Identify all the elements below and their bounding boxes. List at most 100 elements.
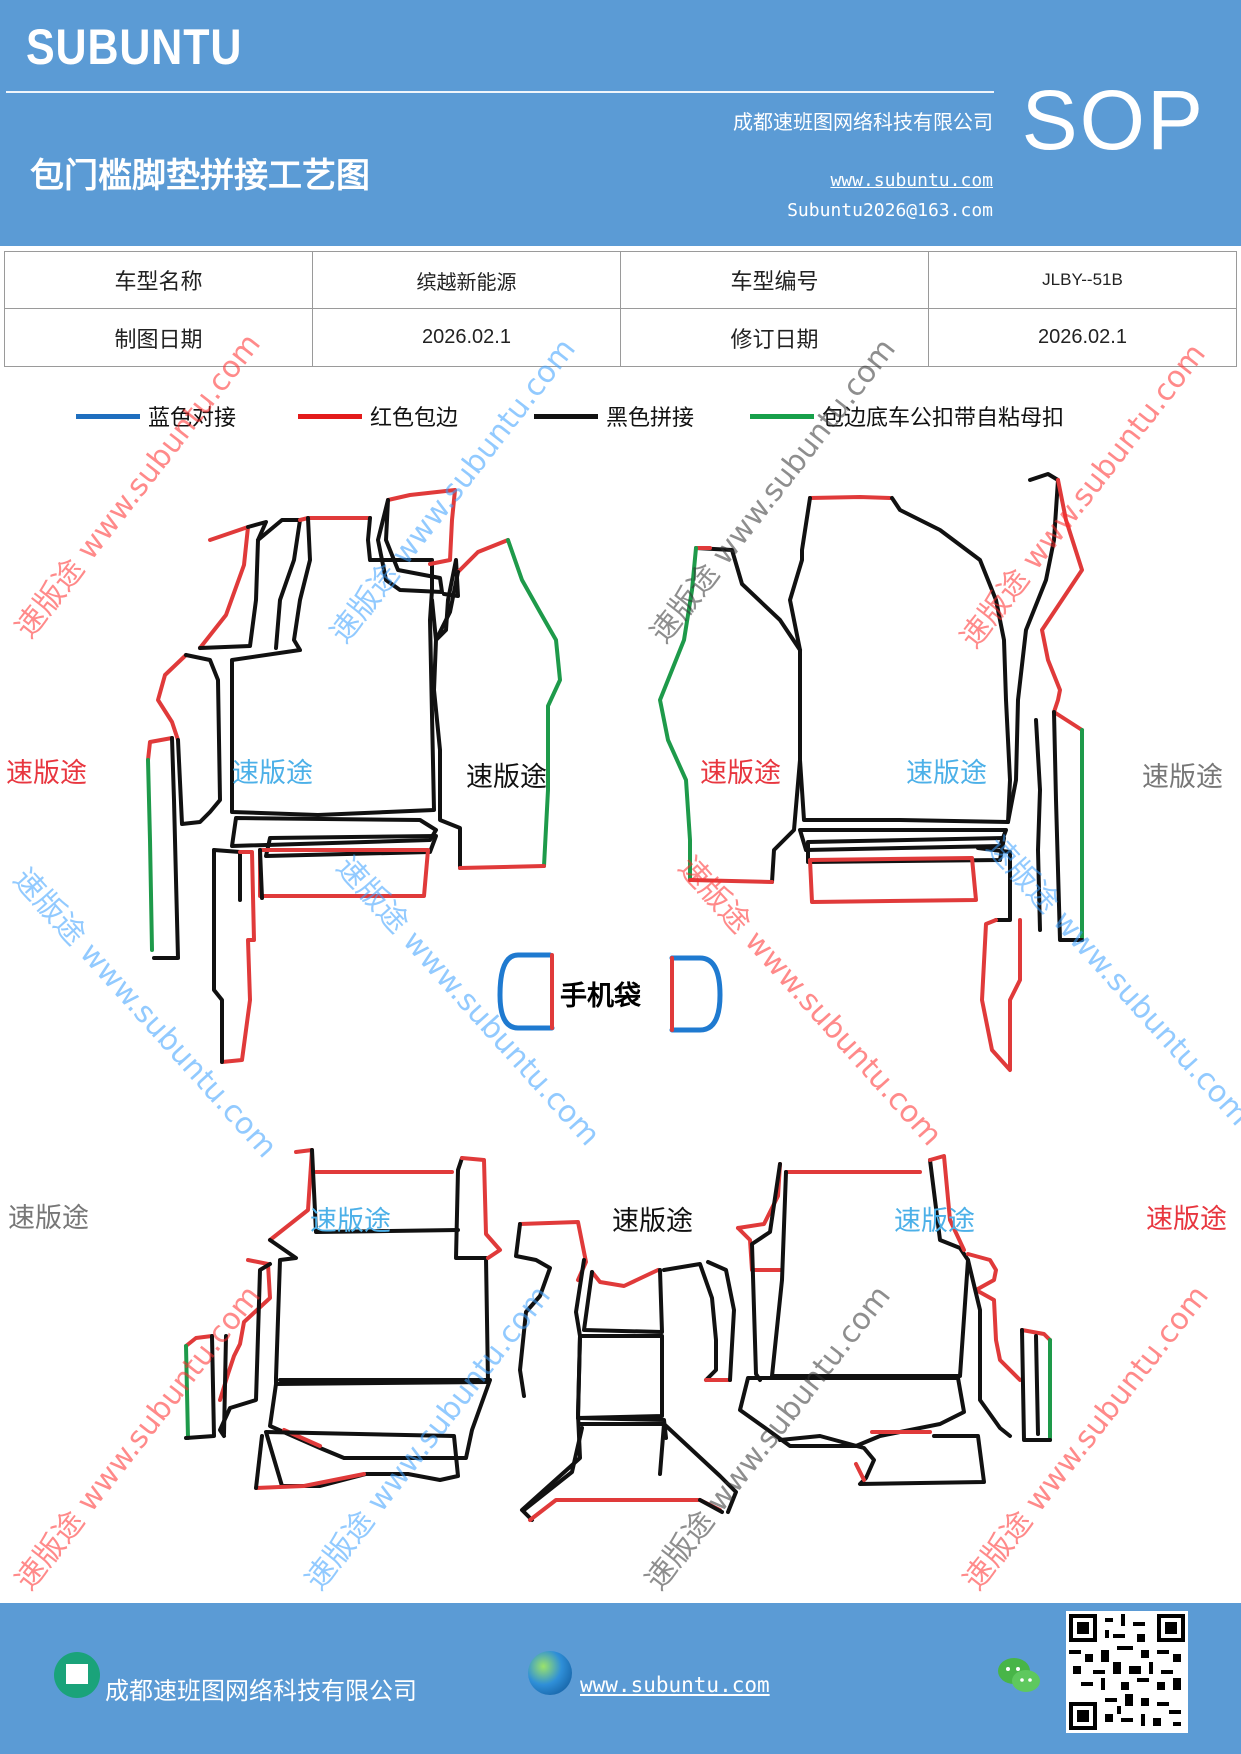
model-name-value: 缤越新能源 [312, 251, 621, 309]
watermark-diagonal: 速版途 www.subuntu.com [644, 332, 903, 650]
mat-edge-green [658, 546, 698, 882]
mat-edge [254, 1472, 366, 1490]
mat-seam [522, 1426, 584, 1512]
legend-swatch-green [750, 413, 814, 419]
table-row: 制图日期 2026.02.1 修订日期 2026.02.1 [4, 308, 1237, 367]
mat-seam [698, 1498, 724, 1514]
mat-seam [268, 1156, 490, 1386]
mat-seam [738, 1376, 966, 1448]
rear-mat-group [184, 1148, 1052, 1522]
watermark-label: 速版途 [8, 1203, 89, 1234]
model-code-value: JLBY--51B [928, 251, 1237, 309]
mat-seam [798, 828, 1008, 852]
mat-edge [156, 653, 188, 742]
mat-seam [582, 1268, 664, 1334]
model-name-label: 车型名称 [4, 251, 313, 309]
mat-seam [218, 1262, 272, 1438]
mat-seam [212, 848, 224, 1064]
watermark-diagonal: 速版途 www.subuntu.com [299, 1279, 558, 1597]
mat-edge [460, 1156, 502, 1260]
footer-company: 成都速班图网络科技有限公司 [105, 1677, 417, 1705]
mat-edge [386, 488, 457, 566]
brand-logo-text: SUBUNTU [26, 19, 243, 75]
legend-label-red: 红色包边 [370, 406, 459, 431]
legend-label-blue: 蓝色对接 [148, 406, 237, 431]
mat-seam [1034, 1334, 1040, 1436]
table-row: 车型名称 缤越新能源 车型编号 JLBY--51B [4, 251, 1237, 309]
mat-seam [222, 1334, 228, 1436]
mat-edge [198, 525, 250, 650]
mat-edge [1052, 710, 1084, 732]
mat-seam [662, 1262, 718, 1382]
mat-edge [808, 856, 978, 904]
mat-edge [146, 736, 174, 762]
watermark-label: 速版途 [466, 762, 547, 793]
watermark-label: 速版途 [1146, 1204, 1227, 1235]
legend-swatch-red [298, 413, 362, 419]
footer-banner: 成都速班图网络科技有限公司 www.subuntu.com [0, 1603, 1241, 1754]
mat-edge [458, 864, 546, 870]
mat-seam [152, 736, 180, 960]
mat-seam [514, 1222, 552, 1398]
home-icon [54, 1652, 100, 1698]
mat-seam [268, 1378, 492, 1460]
mat-edge-green [184, 1344, 190, 1440]
mat-seam [376, 498, 444, 594]
mat-seam [806, 836, 1006, 864]
footer-website-link[interactable]: www.subuntu.com [580, 1673, 770, 1697]
globe-icon [528, 1651, 572, 1695]
mat-seam [310, 1148, 460, 1234]
header-company: 成都速班图网络科技有限公司 [733, 110, 993, 134]
legend-item-black: 黑色拼接 [534, 400, 694, 432]
mat-seam [184, 1334, 216, 1440]
mat-seam [254, 1434, 264, 1490]
legend-label-green: 包边底车公扣带自粘母扣 [822, 406, 1065, 431]
mat-seam [578, 1422, 738, 1514]
mat-edge [456, 538, 510, 574]
mat-seam [1052, 710, 1084, 942]
mat-seam [258, 848, 264, 900]
legend-label-black: 黑色拼接 [606, 406, 695, 431]
mat-edge-green [146, 758, 154, 952]
watermark-label: 速版途 [1142, 762, 1223, 793]
watermark-diagonal: 速版途 www.subuntu.com [954, 337, 1213, 655]
sop-label: SOP [1021, 73, 1205, 167]
mat-edge [854, 1462, 866, 1482]
watermark-label: 速版途 [6, 758, 87, 789]
watermark-label: 速版途 [894, 1206, 975, 1237]
mat-seam [176, 653, 222, 826]
model-code-label: 车型编号 [620, 251, 929, 309]
mat-edge [966, 1252, 1022, 1382]
mat-edge [268, 1148, 314, 1242]
watermark-diagonal: 速版途 www.subuntu.com [9, 1279, 268, 1597]
color-legend: 蓝色对接 红色包边 黑色拼接 包边底车公扣带自粘母扣 [0, 400, 1241, 440]
watermark-label: 速版途 [310, 1206, 391, 1237]
watermark-layer: 速版途 www.subuntu.com 速版途 www.subuntu.com … [6, 327, 1241, 1597]
mat-edge [184, 1334, 214, 1348]
mat-seam [230, 516, 436, 817]
watermark-label: 速版途 [906, 758, 987, 789]
wechat-icon [998, 1658, 1040, 1692]
mat-seam [770, 758, 802, 884]
qr-code-icon [1066, 1611, 1188, 1733]
mat-seam [576, 1416, 668, 1440]
front-right-mat-group [658, 472, 1084, 1072]
document-title: 包门槛脚垫拼接工艺图 [30, 156, 370, 196]
mat-edge [1040, 478, 1084, 714]
legend-swatch-blue [76, 413, 140, 419]
mat-edge [928, 1154, 966, 1252]
header-banner: SUBUNTU 成都速班图网络科技有限公司 包门槛脚垫拼接工艺图 www.sub… [0, 0, 1241, 246]
watermark-label: 速版途 [700, 758, 781, 789]
mat-edge [688, 878, 774, 884]
mat-edge [980, 918, 1022, 1072]
mat-seam [578, 1422, 666, 1476]
watermark-diagonal: 速版途 www.subuntu.com [6, 862, 284, 1165]
legend-item-blue: 蓝色对接 [76, 400, 236, 432]
watermark-label: 速版途 [612, 1206, 693, 1237]
mat-seam [778, 1434, 986, 1486]
mat-seam [1034, 718, 1042, 932]
mat-edge [1020, 1328, 1052, 1342]
mat-seam [1006, 472, 1060, 824]
header-website-link[interactable]: www.subuntu.com [830, 170, 993, 191]
mat-seam [976, 846, 1012, 922]
